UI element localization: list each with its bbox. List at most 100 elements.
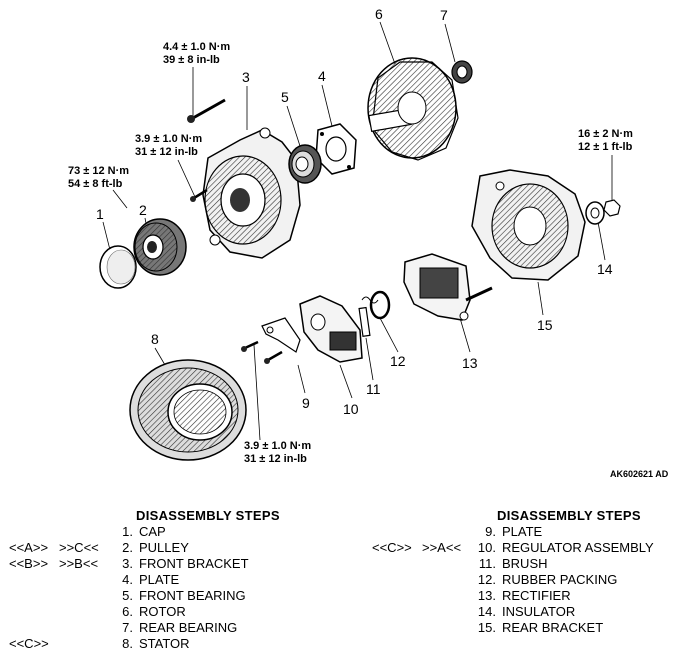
step-marker-2: [59, 572, 111, 588]
torque-spec-nm: 3.9 ± 1.0 N·m: [244, 440, 311, 452]
rotor-part: [367, 57, 459, 161]
step-marker-1: [372, 524, 422, 540]
step-row: <<A>>>>C<<2.PULLEY: [9, 540, 280, 556]
torque-spec-nm: 4.4 ± 1.0 N·m: [163, 41, 230, 53]
step-marker-2: [422, 524, 474, 540]
step-marker-1: [372, 604, 422, 620]
step-number: 9.: [485, 524, 496, 539]
step-row: <<C>>>>A<<10.REGULATOR ASSEMBLY: [372, 540, 654, 556]
part-number-11: 11: [366, 381, 381, 397]
insulator-part: [585, 199, 621, 225]
step-marker-2: [59, 620, 111, 636]
rear-bracket-part: [471, 169, 586, 281]
plate-part: [315, 123, 357, 175]
exploded-view-diagram: 1 2 3 4 5 6 7 8 9 10 11 12 13 14 15 4.4 …: [68, 6, 669, 479]
step-number: 14.: [477, 604, 496, 619]
part-number-2: 2: [139, 202, 147, 218]
cap-part: [99, 245, 137, 289]
step-marker-1: [372, 620, 422, 636]
step-name: CAP: [139, 524, 166, 539]
part-number-12: 12: [390, 353, 406, 369]
step-row: 15.REAR BRACKET: [372, 620, 654, 636]
step-marker-2: [422, 572, 474, 588]
step-marker-2: [59, 636, 111, 652]
step-marker-2: [422, 604, 474, 620]
part-number-1: 1: [96, 206, 104, 222]
step-row: 6.ROTOR: [9, 604, 280, 620]
step-marker-1: [372, 572, 422, 588]
small-plate-part: [241, 317, 301, 364]
step-name: FRONT BRACKET: [139, 556, 249, 571]
step-name: BRUSH: [502, 556, 548, 571]
step-name: INSULATOR: [502, 604, 576, 619]
stator-part: [129, 359, 247, 461]
step-row: 13.RECTIFIER: [372, 588, 654, 604]
step-number: 4.: [122, 572, 133, 587]
step-number: 8.: [122, 636, 133, 651]
leader-lines: [102, 21, 613, 441]
step-marker-2: [59, 588, 111, 604]
part-number-4: 4: [318, 68, 326, 84]
step-number: 15.: [477, 620, 496, 635]
step-name: PULLEY: [139, 540, 189, 555]
step-marker-1: <<B>>: [9, 556, 49, 571]
step-marker-1: [9, 572, 59, 588]
step-marker-2: >>C<<: [59, 540, 99, 555]
steps-heading: DISASSEMBLY STEPS: [497, 508, 641, 523]
step-marker-1: [372, 588, 422, 604]
part-number-3: 3: [242, 69, 250, 85]
step-marker-1: [9, 524, 59, 540]
step-marker-1: [9, 620, 59, 636]
brush-part: [358, 296, 379, 337]
torque-spec-imperial: 31 ± 12 in-lb: [244, 453, 307, 465]
bracket-screw: [190, 188, 208, 202]
step-row: 7.REAR BEARING: [9, 620, 280, 636]
steps-heading: DISASSEMBLY STEPS: [136, 508, 280, 523]
step-number: 11.: [478, 556, 496, 571]
torque-spec-imperial: 12 ± 1 ft-lb: [578, 141, 633, 153]
part-number-9: 9: [302, 395, 310, 411]
part-number-14: 14: [597, 261, 613, 277]
step-row: 14. INSULATOR: [372, 604, 654, 620]
step-name: PLATE: [139, 572, 180, 587]
part-number-13: 13: [462, 355, 478, 371]
disassembly-steps-right: DISASSEMBLY STEPS 9. PLATE <<C>>>>A<<10.R…: [372, 508, 654, 636]
step-name: PLATE: [502, 524, 543, 539]
step-name: STATOR: [139, 636, 190, 651]
torque-spec-nm: 16 ± 2 N·m: [578, 128, 633, 140]
step-name: FRONT BEARING: [139, 588, 246, 603]
step-marker-2: [59, 604, 111, 620]
torque-spec-imperial: 31 ± 12 in-lb: [135, 146, 198, 158]
pulley-part: [133, 218, 187, 276]
part-number-7: 7: [440, 7, 448, 23]
step-name: REAR BEARING: [139, 620, 238, 635]
step-marker-1: <<C>>: [9, 636, 49, 651]
step-number: 12.: [477, 572, 496, 587]
torque-spec-nm: 73 ± 12 N·m: [68, 165, 129, 177]
step-row: 4. PLATE: [9, 572, 280, 588]
front-bracket-part: [202, 127, 301, 259]
step-name: RECTIFIER: [502, 588, 571, 603]
through-bolt: [187, 98, 226, 123]
step-row: 1. CAP: [9, 524, 280, 540]
step-name: REGULATOR ASSEMBLY: [502, 540, 654, 555]
torque-spec-nm: 3.9 ± 1.0 N·m: [135, 133, 202, 145]
step-number: 6.: [122, 604, 133, 619]
step-marker-2: [422, 620, 474, 636]
torque-spec-imperial: 54 ± 8 ft-lb: [68, 178, 123, 190]
step-number: 1.: [122, 524, 133, 539]
part-number-10: 10: [343, 401, 359, 417]
torque-specs: 4.4 ± 1.0 N·m 39 ± 8 in-lb 3.9 ± 1.0 N·m…: [68, 41, 633, 465]
step-marker-1: [9, 588, 59, 604]
part-number-labels: 1 2 3 4 5 6 7 8 9 10 11 12 13 14 15: [96, 6, 613, 417]
step-marker-2: [59, 524, 111, 540]
step-marker-2: >>B<<: [59, 556, 99, 571]
step-row: 12.RUBBER PACKING: [372, 572, 654, 588]
rubber-packing-part: [369, 290, 391, 320]
step-row: 9. PLATE: [372, 524, 654, 540]
step-row: <<C>> 8. STATOR: [9, 636, 280, 652]
part-number-15: 15: [537, 317, 553, 333]
step-number: 5.: [122, 588, 133, 603]
step-number: 3.: [122, 556, 133, 571]
step-marker-1: <<A>>: [9, 540, 49, 555]
